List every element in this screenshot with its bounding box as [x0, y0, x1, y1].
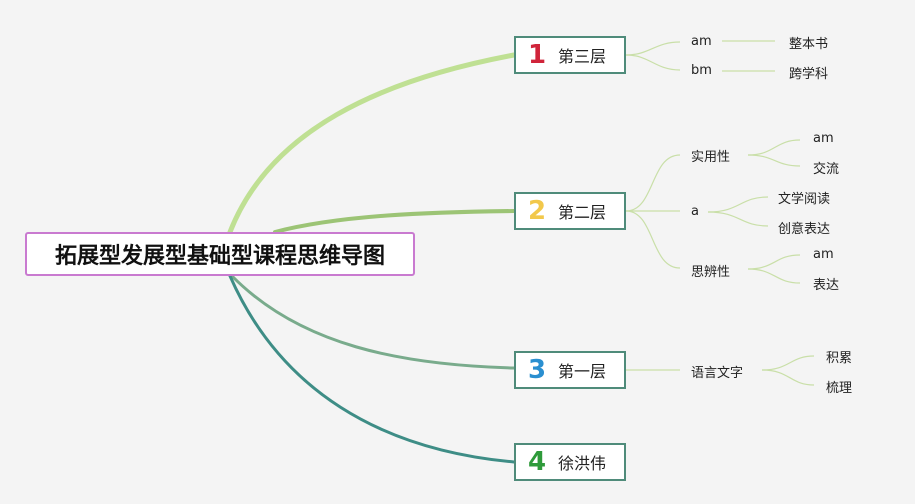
edge-yuyan-shuli — [761, 369, 815, 386]
edge-root-branch-3 — [230, 274, 516, 370]
branch-3-number: 3 — [527, 355, 547, 385]
leaf-biaoda[interactable]: 表达 — [813, 278, 840, 293]
edge-root-branch-4 — [228, 274, 516, 464]
leaf-jilei[interactable]: 积累 — [826, 351, 853, 366]
edge-b2-sibianxing — [625, 210, 681, 269]
branch-2-label: 第二层 — [558, 203, 607, 222]
edge-root-branch-2 — [273, 209, 516, 234]
branch-1-label: 第三层 — [558, 47, 607, 66]
leaf-yuyanwenzi[interactable]: 语言文字 — [691, 366, 744, 381]
branch-4[interactable]: 4 徐洪伟 — [514, 443, 626, 481]
branch-1-number: 1 — [527, 40, 547, 70]
edge-yuyan-jilei — [761, 355, 815, 371]
branch-2[interactable]: 2 第二层 — [514, 192, 626, 230]
leaf-jiaoliu[interactable]: 交流 — [813, 162, 840, 177]
branch-2-number: 2 — [527, 196, 547, 226]
leaf-sibian-am[interactable]: am — [813, 247, 834, 262]
edge-a-wenxue — [707, 196, 769, 213]
leaf-sibianxing[interactable]: 思辨性 — [691, 265, 731, 280]
leaf-b1-bm[interactable]: bm — [691, 63, 712, 78]
leaf-shiyongxing[interactable]: 实用性 — [691, 150, 731, 165]
leaf-wenxueyuedu[interactable]: 文学阅读 — [778, 192, 831, 207]
edge-sibian-biaoda — [747, 268, 801, 284]
branch-3-label: 第一层 — [558, 362, 607, 381]
edge-a-chuangyi — [707, 211, 769, 227]
leaf-chuangyibiaoda[interactable]: 创意表达 — [778, 222, 831, 237]
edge-shiyong-am — [747, 139, 801, 156]
edge-b1-bm — [625, 54, 681, 71]
root-topic-label: 拓展型发展型基础型课程思维导图 — [54, 244, 385, 269]
branch-3[interactable]: 3 第一层 — [514, 351, 626, 389]
branch-4-label: 徐洪伟 — [558, 454, 607, 473]
leaf-zhengbenshu[interactable]: 整本书 — [789, 37, 829, 52]
leaf-shiyong-am[interactable]: am — [813, 131, 834, 146]
branch-1[interactable]: 1 第三层 — [514, 36, 626, 74]
branch-4-number: 4 — [527, 447, 547, 477]
leaf-a[interactable]: a — [691, 204, 699, 219]
edge-b2-shiyongxing — [625, 154, 681, 212]
edge-b1-am — [625, 41, 681, 56]
edge-shiyong-jiaoliu — [747, 154, 801, 167]
leaf-kuaxueke[interactable]: 跨学科 — [789, 67, 829, 82]
leaf-b1-am[interactable]: am — [691, 34, 712, 49]
edge-sibian-am — [747, 254, 801, 270]
root-topic[interactable]: 拓展型发展型基础型课程思维导图 — [25, 232, 415, 276]
leaf-shuli[interactable]: 梳理 — [826, 381, 853, 396]
edge-root-branch-1 — [227, 52, 517, 235]
